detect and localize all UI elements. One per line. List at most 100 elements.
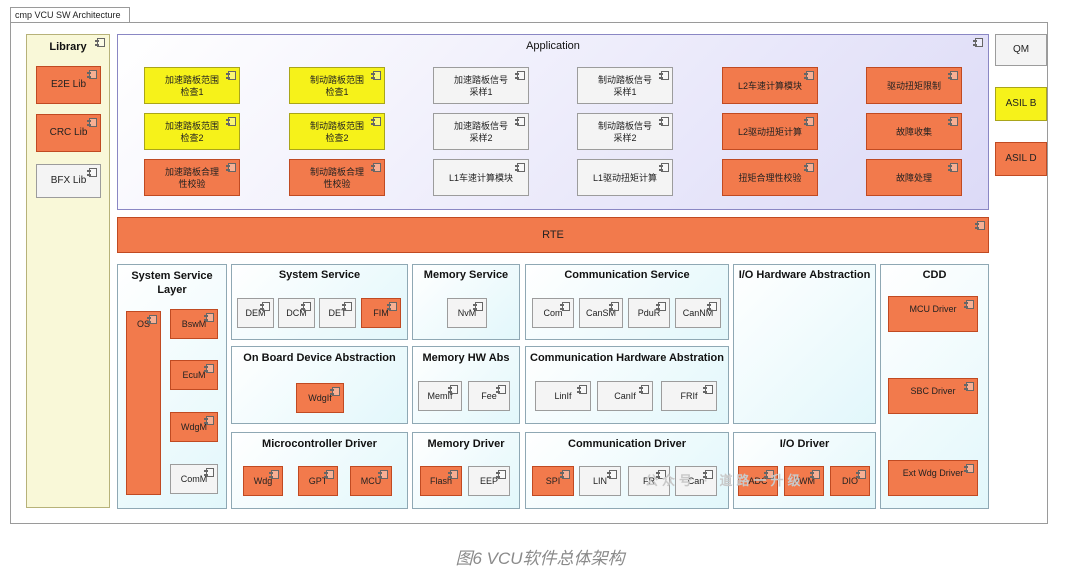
canif-component[interactable]: CanIf [597,381,653,411]
dem-component[interactable]: DEM [237,298,274,328]
component-icon [496,385,506,394]
component-icon [764,470,774,479]
communication-service-title: Communication Service [564,269,690,281]
app-component-14[interactable]: 制动踏板合理 性校验 [289,159,385,196]
eep-component[interactable]: EEP [468,466,510,496]
app-component-10[interactable]: 制动踏板信号 采样2 [577,113,673,150]
io-driver-title: I/O Driver [779,438,830,450]
component-icon [269,470,279,479]
flash-component[interactable]: Flash [420,466,462,496]
component-icon [560,302,570,311]
component-icon [639,385,649,394]
component-icon [810,470,820,479]
component-icon [378,470,388,479]
component-icon [204,468,214,477]
sbc-driver-component[interactable]: SBC Driver [888,378,978,414]
component-icon [204,313,214,322]
com-component[interactable]: Com [532,298,574,328]
component-icon [226,71,236,80]
lib-crc[interactable]: CRC Lib [36,114,101,152]
fr-component[interactable]: FR [628,466,670,496]
dcm-component[interactable]: DCM [278,298,315,328]
component-icon [515,117,525,126]
app-component-16[interactable]: L1驱动扭矩计算 [577,159,673,196]
fee-component[interactable]: Fee [468,381,510,411]
gpt-component[interactable]: GPT [298,466,338,496]
figure-caption: 图6 VCU软件总体架构 [455,549,625,568]
component-icon [371,71,381,80]
component-icon [204,416,214,425]
legend-asil-d: ASIL D [995,142,1047,176]
memif-component[interactable]: MemIf [418,381,462,411]
io-hardware-abstraction-package: I/O Hardware Abstraction [733,264,876,424]
app-component-17[interactable]: 扭矩合理性校验 [722,159,818,196]
app-component-6[interactable]: 驱动扭矩限制 [866,67,962,104]
component-icon [975,221,985,230]
wdgif-component[interactable]: WdgIf [296,383,344,413]
can-component[interactable]: Can [675,466,717,496]
det-component[interactable]: DET [319,298,356,328]
component-icon [656,470,666,479]
component-icon [964,300,974,309]
linif-component[interactable]: LinIf [535,381,591,411]
nvm-component[interactable]: NvM [447,298,487,328]
component-icon [964,464,974,473]
app-component-5[interactable]: L2车速计算模块 [722,67,818,104]
ext-wdg-driver-component[interactable]: Ext Wdg Driver [888,460,978,496]
memory-service-package: Memory Service [412,264,520,340]
component-icon [87,168,97,177]
bswm-component[interactable]: BswM [170,309,218,339]
wdgm-component[interactable]: WdgM [170,412,218,442]
app-component-8[interactable]: 制动踏板范围 检查2 [289,113,385,150]
dio-component[interactable]: DIO [830,466,870,496]
app-component-1[interactable]: 加速踏板范围 检查1 [144,67,240,104]
app-component-4[interactable]: 制动踏板信号 采样1 [577,67,673,104]
lib-e2e[interactable]: E2E Lib [36,66,101,104]
rte-bar[interactable]: RTE [117,217,989,253]
spi-component[interactable]: SPI [532,466,574,496]
component-icon [659,117,669,126]
os-component[interactable]: OS [126,311,161,495]
library-title: Library [49,41,87,53]
app-component-9[interactable]: 加速踏板信号 采样2 [433,113,529,150]
wdg-component[interactable]: Wdg [243,466,283,496]
microcontroller-driver-title: Microcontroller Driver [262,438,377,450]
component-icon [577,385,587,394]
cansm-component[interactable]: CanSM [579,298,623,328]
component-icon [948,117,958,126]
adc-component[interactable]: ADC [738,466,778,496]
component-icon [948,163,958,172]
component-icon [226,163,236,172]
component-icon [324,470,334,479]
component-icon [371,163,381,172]
component-icon [560,470,570,479]
library-package: Library [26,34,110,508]
component-icon [95,38,105,47]
comm-component[interactable]: ComM [170,464,218,494]
app-component-3[interactable]: 加速踏板信号 采样1 [433,67,529,104]
app-component-12[interactable]: 故障收集 [866,113,962,150]
fim-component[interactable]: FIM [361,298,401,328]
frame-tab: cmp VCU SW Architecture [10,7,130,23]
mcu-driver-component[interactable]: MCU Driver [888,296,978,332]
component-icon [371,117,381,126]
app-component-7[interactable]: 加速踏板范围 检查2 [144,113,240,150]
app-component-2[interactable]: 制动踏板范围 检查1 [289,67,385,104]
application-package: Application [117,34,989,210]
pwm-component[interactable]: PWM [784,466,824,496]
component-icon [204,364,214,373]
app-component-13[interactable]: 加速踏板合理 性校验 [144,159,240,196]
lib-bfx[interactable]: BFX Lib [36,164,101,198]
component-icon [856,470,866,479]
component-icon [656,302,666,311]
ecum-component[interactable]: EcuM [170,360,218,390]
app-component-11[interactable]: L2驱动扭矩计算 [722,113,818,150]
cannm-component[interactable]: CanNM [675,298,721,328]
component-icon [387,302,397,311]
app-component-15[interactable]: L1车速计算模块 [433,159,529,196]
pdur-component[interactable]: PduR [628,298,670,328]
mcu-component[interactable]: MCU [350,466,392,496]
app-component-18[interactable]: 故障处理 [866,159,962,196]
lin-component[interactable]: LIN [579,466,621,496]
frif-component[interactable]: FRIf [661,381,717,411]
